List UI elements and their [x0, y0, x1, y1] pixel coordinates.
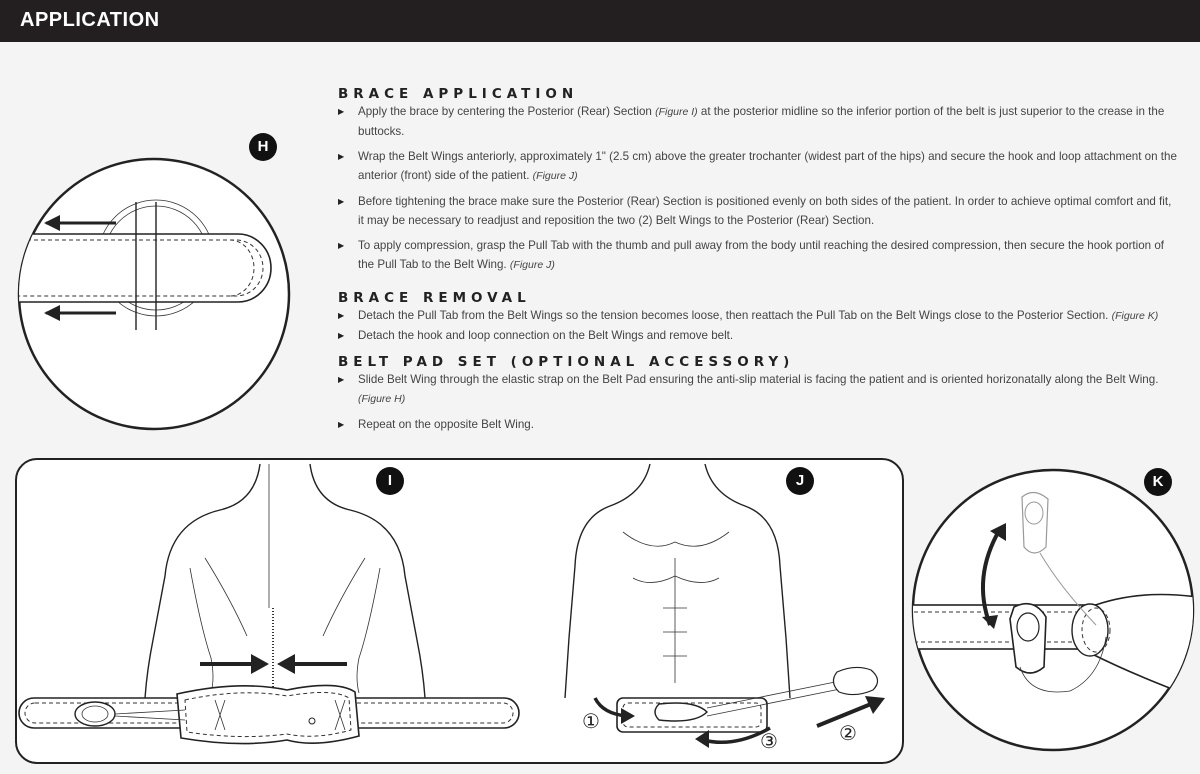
list-item: To apply compression, grasp the Pull Tab…: [338, 236, 1178, 275]
figure-ref: (Figure J): [532, 170, 578, 182]
list-item: Slide Belt Wing through the elastic stra…: [338, 370, 1178, 409]
figure-k-badge: K: [1144, 468, 1172, 496]
header-bar: APPLICATION: [0, 0, 1200, 42]
heading-belt-pad-set: BELT PAD SET (OPTIONAL ACCESSORY): [338, 354, 795, 370]
step-marker-2: ②: [839, 721, 857, 745]
list-item: Apply the brace by centering the Posteri…: [338, 102, 1178, 141]
figure-h-badge: H: [249, 133, 277, 161]
step-marker-1: ①: [582, 709, 600, 733]
figure-j-badge: J: [786, 467, 814, 495]
figure-j-illustration: [564, 463, 885, 748]
removal-steps: Detach the Pull Tab from the Belt Wings …: [338, 306, 1178, 345]
figure-h-illustration: [17, 157, 291, 431]
padset-steps: Slide Belt Wing through the elastic stra…: [338, 370, 1178, 434]
list-item: Wrap the Belt Wings anteriorly, approxim…: [338, 147, 1178, 186]
list-item: Detach the hook and loop connection on t…: [338, 326, 1178, 345]
list-item: Detach the Pull Tab from the Belt Wings …: [338, 306, 1178, 326]
figure-ref: (Figure K): [1111, 310, 1159, 322]
heading-brace-removal: BRACE REMOVAL: [338, 290, 531, 306]
application-steps: Apply the brace by centering the Posteri…: [338, 102, 1178, 275]
figure-ref: (Figure J): [509, 259, 555, 271]
figure-i-badge: I: [376, 467, 404, 495]
figure-ref: (Figure I): [655, 106, 698, 118]
step-marker-3: ③: [760, 729, 778, 753]
list-item: Repeat on the opposite Belt Wing.: [338, 415, 1178, 434]
figure-ref: (Figure H): [358, 393, 406, 405]
figure-k-illustration: [911, 468, 1195, 752]
page-title: APPLICATION: [20, 9, 160, 31]
list-item: Before tightening the brace make sure th…: [338, 192, 1178, 230]
instructions: BRACE APPLICATION Apply the brace by cen…: [338, 86, 1178, 434]
figure-i-illustration: [18, 463, 520, 745]
heading-brace-application: BRACE APPLICATION: [338, 86, 579, 102]
